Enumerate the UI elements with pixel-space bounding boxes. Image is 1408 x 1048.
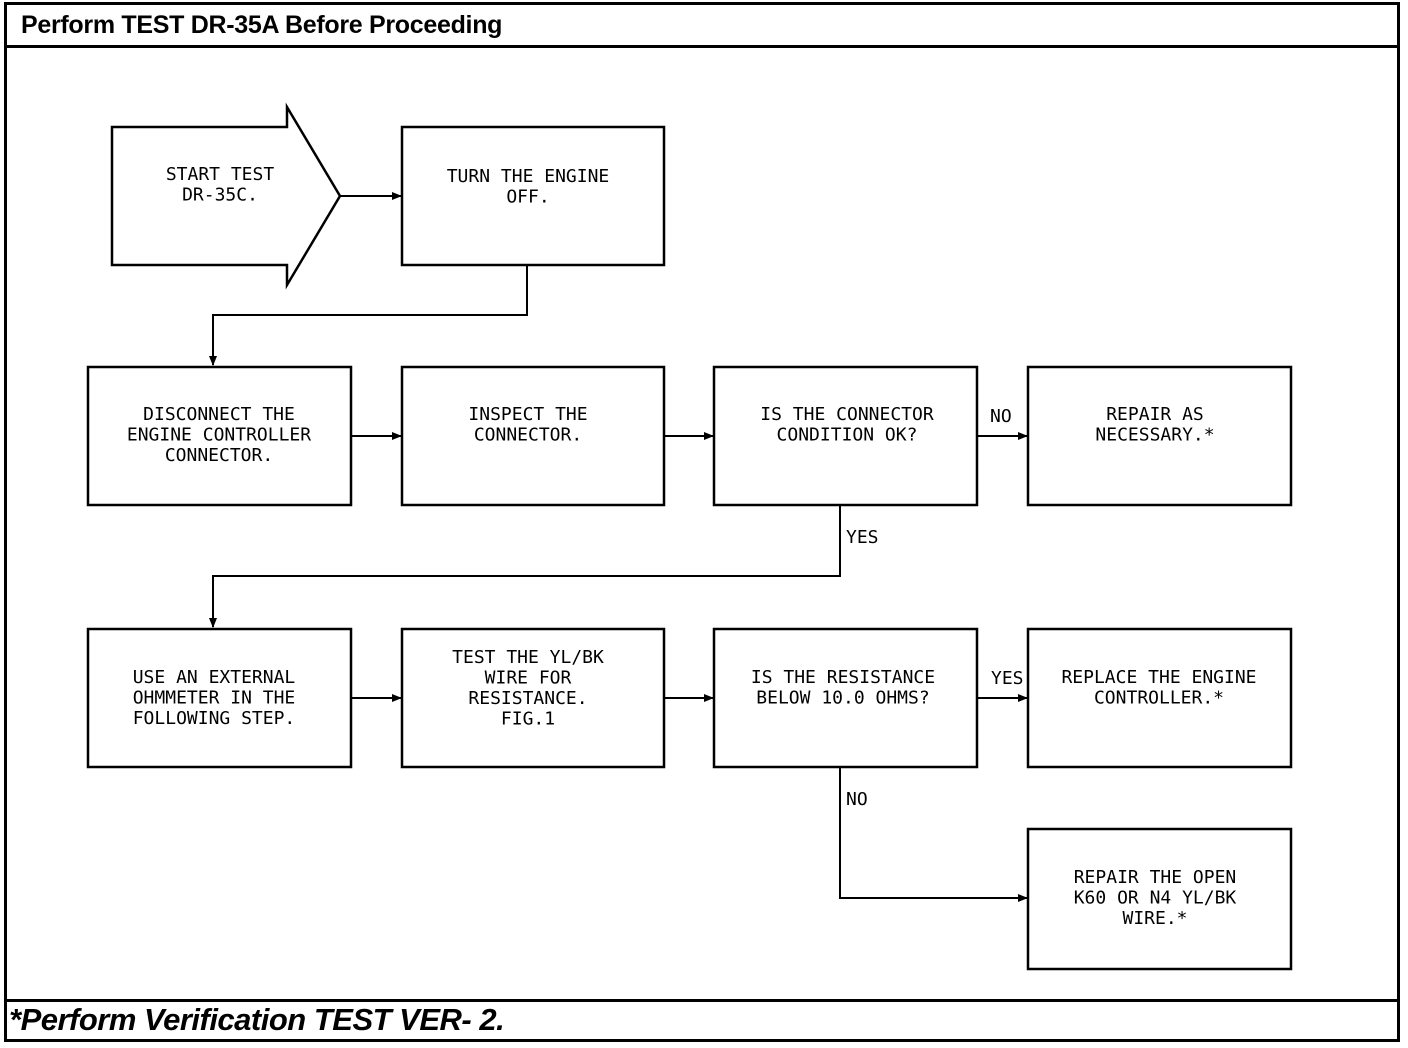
- page-title: Perform TEST DR-35A Before Proceeding: [21, 11, 503, 39]
- node-text-line: IS THE RESISTANCE: [751, 667, 935, 688]
- node-text-line: K60 OR N4 YL/BK: [1074, 888, 1237, 909]
- edge-resistance-no-to-repair-open: [839, 767, 1028, 902]
- repair-open-wire-box: [1026, 827, 1293, 971]
- header-bar: Perform TEST DR-35A Before Proceeding: [7, 5, 1397, 48]
- node-text-line: FOLLOWING STEP.: [133, 708, 296, 729]
- footer-note: *Perform Verification TEST VER- 2.: [9, 1002, 505, 1037]
- node-text-line: START TEST: [166, 164, 275, 185]
- node-text-line: CONNECTOR.: [474, 425, 582, 446]
- diagram-frame: Perform TEST DR-35A Before Proceeding *P…: [4, 2, 1400, 1042]
- node-text-line: ENGINE CONTROLLER: [127, 425, 311, 446]
- resistance-no-label: NO: [846, 789, 868, 810]
- node-text-line: TURN THE ENGINE: [447, 166, 610, 187]
- node-text-line: REPAIR AS: [1106, 404, 1204, 425]
- node-text-line: RESISTANCE.: [468, 688, 587, 709]
- node-text-line: REPLACE THE ENGINE: [1061, 667, 1256, 688]
- edge-condition-yes-to-ohmmeter: [209, 505, 841, 628]
- node-text-line: REPAIR THE OPEN: [1074, 867, 1237, 888]
- node-text-line: CONDITION OK?: [777, 425, 918, 446]
- node-text-line: WIRE.*: [1122, 908, 1187, 929]
- repair-as-necessary-box: [1026, 365, 1293, 507]
- node-text-line: DISCONNECT THE: [143, 404, 295, 425]
- node-text-line: CONTROLLER.*: [1094, 688, 1224, 709]
- node-text-line: BELOW 10.0 OHMS?: [756, 688, 929, 709]
- node-text-line: FIG.1: [501, 709, 555, 730]
- node-text-line: NECESSARY.*: [1095, 425, 1214, 446]
- connectors: [209, 192, 1028, 902]
- node-text-line: USE AN EXTERNAL: [133, 667, 296, 688]
- footer-bar: *Perform Verification TEST VER- 2.: [7, 999, 1397, 1039]
- resistance-yes-label: YES: [991, 668, 1024, 689]
- node-text-line: INSPECT THE: [468, 404, 587, 425]
- node-text-line: TEST THE YL/BK: [452, 647, 604, 668]
- start-arrow-shape: [110, 102, 342, 290]
- node-text-line: DR-35C.: [182, 185, 258, 206]
- replace-controller-box: [1026, 627, 1293, 769]
- turn-engine-off-box: [400, 125, 666, 267]
- edge-turn-off-to-disconnect: [209, 265, 528, 366]
- condition-yes-label: YES: [846, 527, 879, 548]
- node-text-line: OFF.: [506, 187, 549, 208]
- node-text-line: CONNECTOR.: [165, 445, 273, 466]
- node-text-line: OHMMETER IN THE: [133, 688, 296, 709]
- node-text-line: IS THE CONNECTOR: [760, 404, 934, 425]
- node-text-line: WIRE FOR: [485, 668, 572, 689]
- condition-no-label: NO: [990, 406, 1012, 427]
